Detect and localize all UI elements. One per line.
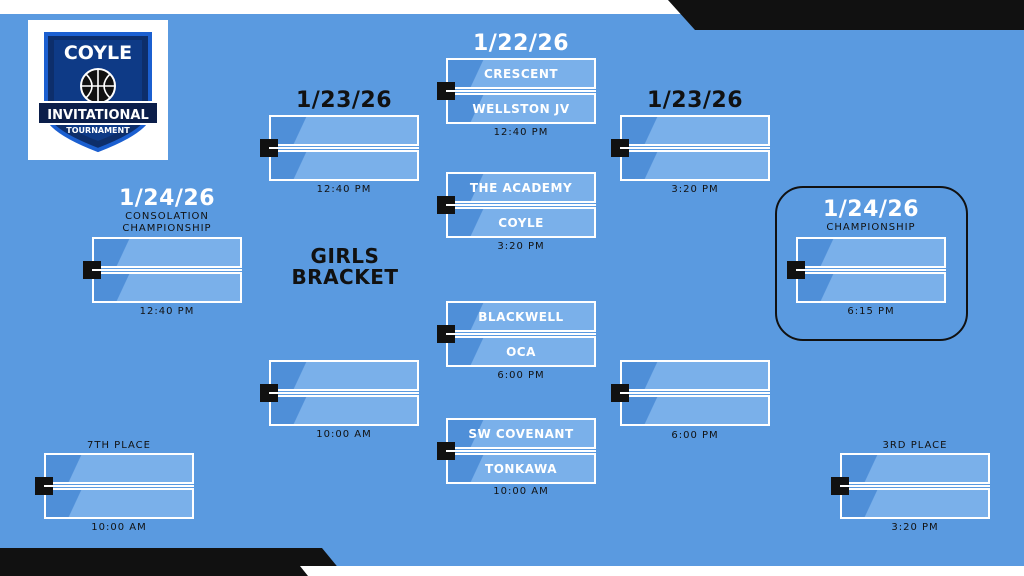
title-line-2: BRACKET	[291, 265, 399, 289]
logo-text-2: INVITATIONAL	[47, 108, 149, 123]
bracket-connector	[44, 485, 194, 487]
bracket-connector	[446, 90, 596, 92]
matchup-slot	[796, 272, 946, 303]
matchup-slot	[92, 237, 242, 268]
logo-text-1: COYLE	[64, 42, 132, 64]
matchup-slot: OCA	[446, 336, 596, 367]
matchup-slot	[269, 115, 419, 146]
matchup-slot	[620, 360, 770, 391]
game-time: 6:00 PM	[671, 430, 719, 441]
matchup-slot	[840, 453, 990, 484]
tournament-logo: COYLE INVITATIONAL TOURNAMENT	[28, 20, 168, 160]
team-name: THE ACADEMY	[469, 180, 573, 195]
bracket-connector	[620, 147, 770, 149]
matchup-slot: THE ACADEMY	[446, 172, 596, 203]
logo-text-3: TOURNAMENT	[66, 126, 130, 135]
bottom-band	[0, 548, 1024, 576]
title-line-1: GIRLS	[310, 244, 380, 268]
game-time: 3:20 PM	[891, 522, 939, 533]
game-time: 10:00 AM	[91, 522, 147, 533]
game-time: 12:40 PM	[316, 184, 372, 195]
game-time: 10:00 AM	[316, 429, 372, 440]
matchup-slot	[796, 237, 946, 268]
bracket-connector	[92, 269, 242, 271]
matchup-slot	[92, 272, 242, 303]
matchup-slot	[44, 453, 194, 484]
game-time: 3:20 PM	[671, 184, 719, 195]
game-time: 6:00 PM	[497, 370, 545, 381]
game-time: 6:15 PM	[847, 306, 895, 317]
game-time: 10:00 AM	[493, 486, 549, 497]
bracket-connector	[446, 333, 596, 335]
matchup-slot: BLACKWELL	[446, 301, 596, 332]
bracket-connector	[446, 450, 596, 452]
game-time: 3:20 PM	[497, 241, 545, 252]
team-name: TONKAWA	[485, 461, 557, 476]
team-name: COYLE	[498, 215, 544, 230]
matchup-slot	[620, 115, 770, 146]
matchup-slot: CRESCENT	[446, 58, 596, 89]
bracket-connector	[796, 269, 946, 271]
label-consolation: CONSOLATION CHAMPIONSHIP	[122, 211, 212, 234]
date-semis-left: 1/23/26	[295, 88, 393, 113]
game-time: 12:40 PM	[493, 127, 549, 138]
bracket-connector	[446, 204, 596, 206]
game-time: 12:40 PM	[139, 306, 195, 317]
date-championship: 1/24/26	[822, 197, 920, 222]
championship-frame	[775, 186, 968, 341]
matchup-slot	[620, 150, 770, 181]
matchup-slot	[269, 395, 419, 426]
team-name: BLACKWELL	[478, 309, 564, 324]
top-band	[0, 0, 1024, 30]
team-name: SW COVENANT	[468, 426, 574, 441]
date-semis-right: 1/23/26	[646, 88, 744, 113]
bracket-connector	[620, 392, 770, 394]
matchup-slot	[44, 488, 194, 519]
team-name: OCA	[506, 344, 536, 359]
matchup-slot: TONKAWA	[446, 453, 596, 484]
matchup-slot: WELLSTON JV	[446, 93, 596, 124]
matchup-slot	[620, 395, 770, 426]
label-seventh-place: 7TH PLACE	[87, 440, 151, 451]
team-name: CRESCENT	[483, 66, 559, 81]
matchup-slot	[269, 150, 419, 181]
matchup-slot: SW COVENANT	[446, 418, 596, 449]
bracket-connector	[269, 147, 419, 149]
matchup-slot	[840, 488, 990, 519]
bracket-connector	[269, 392, 419, 394]
team-name: WELLSTON JV	[472, 101, 570, 116]
matchup-slot	[269, 360, 419, 391]
bracket-connector	[840, 485, 990, 487]
label-championship: CHAMPIONSHIP	[826, 222, 916, 233]
matchup-slot: COYLE	[446, 207, 596, 238]
date-first-round: 1/22/26	[472, 31, 570, 56]
date-consolation: 1/24/26	[118, 186, 216, 211]
bracket-title: GIRLS BRACKET	[285, 246, 405, 288]
label-third-place: 3RD PLACE	[882, 440, 948, 451]
